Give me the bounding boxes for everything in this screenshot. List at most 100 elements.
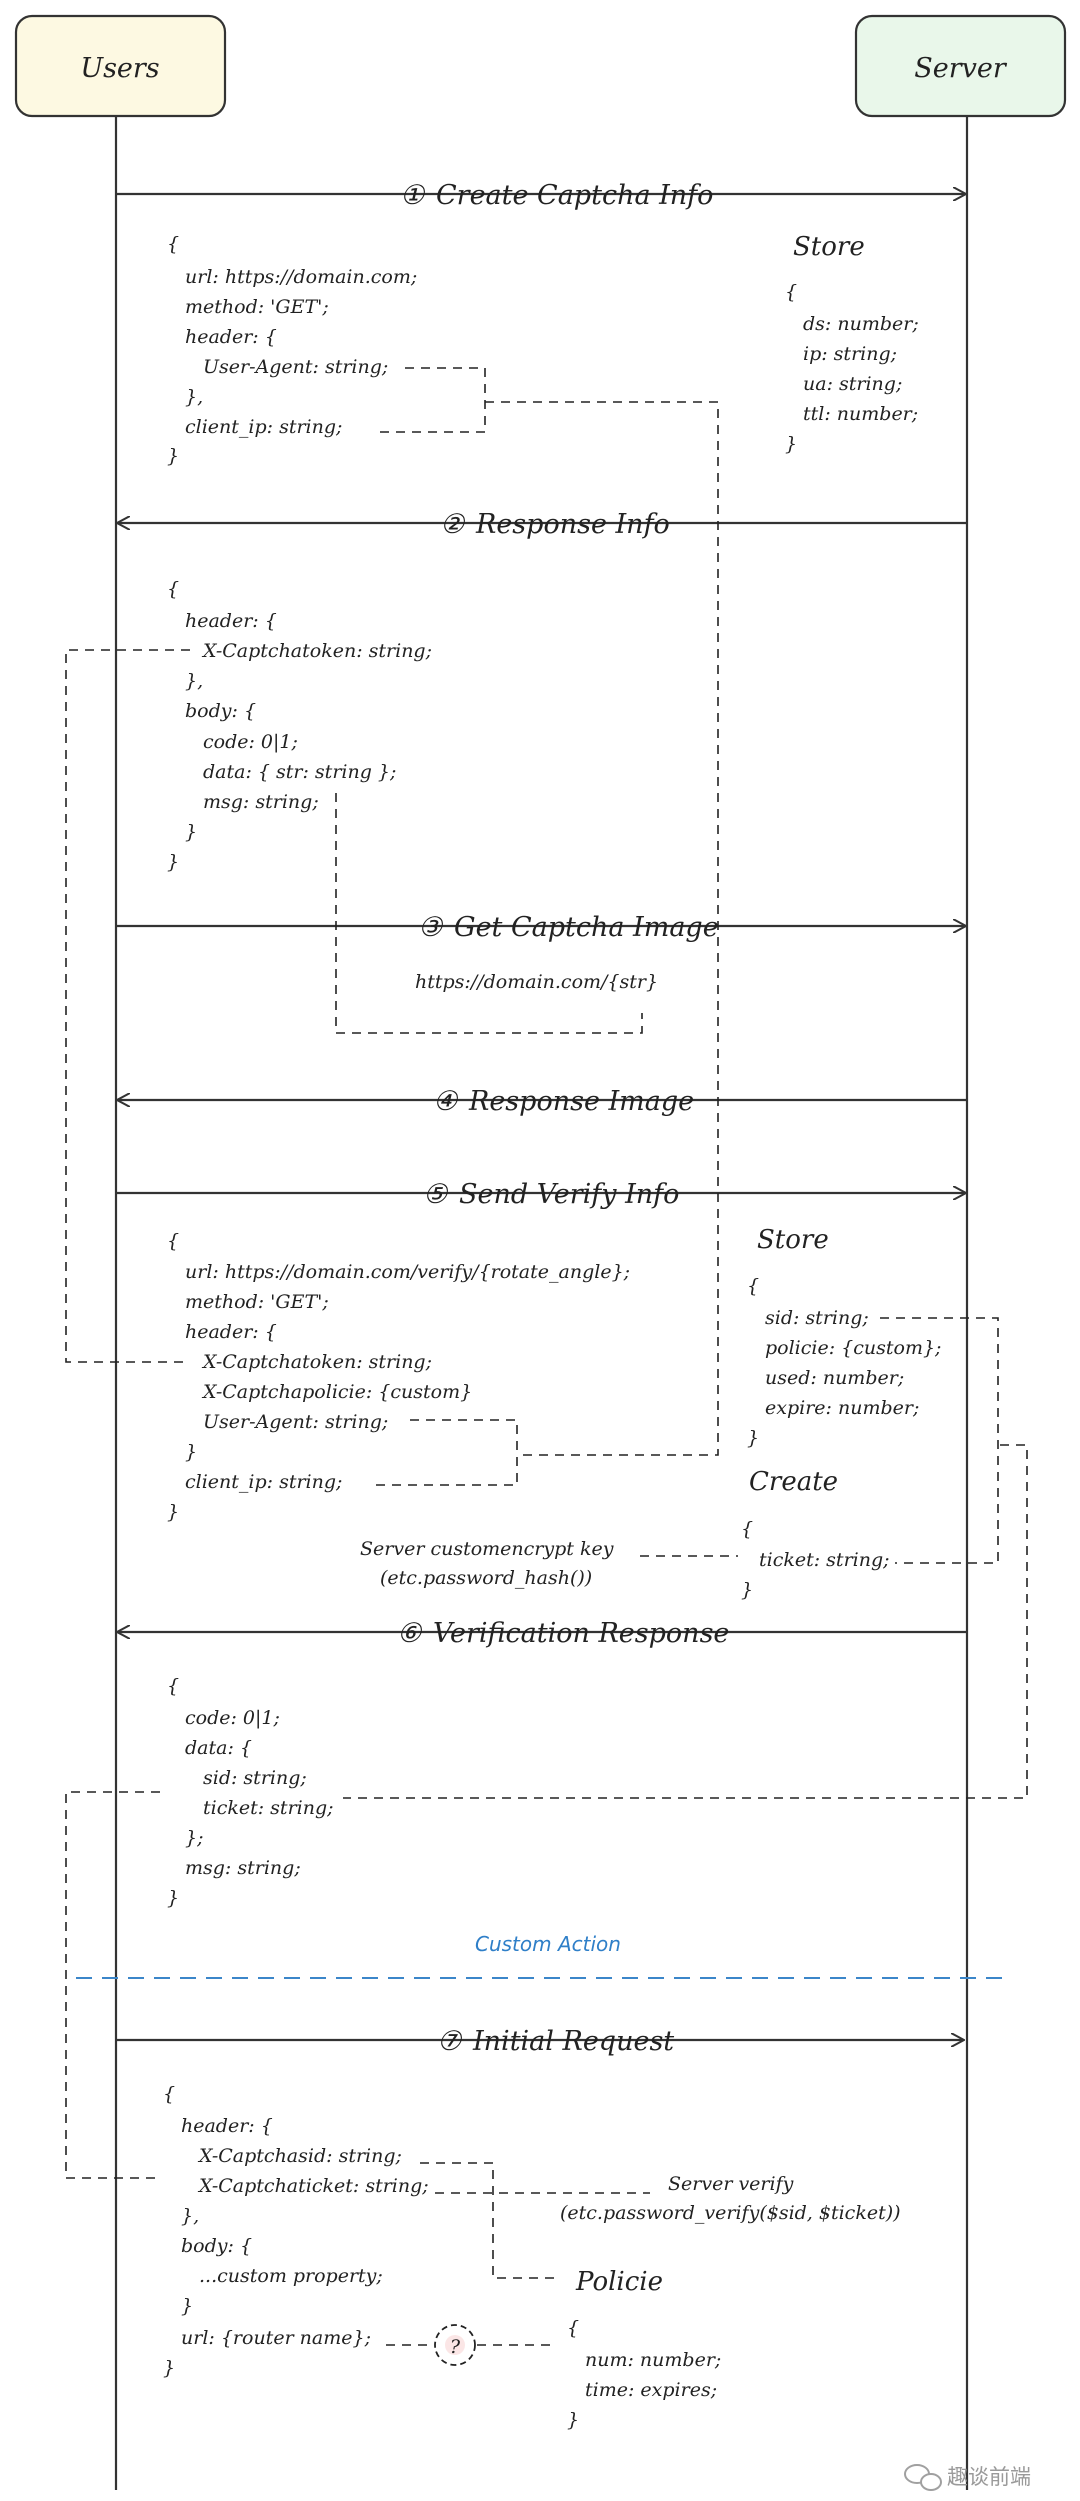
code-line: },: [185, 670, 203, 692]
question-mark: ?: [450, 2336, 461, 2358]
note-line: Server customencrypt key: [360, 1538, 614, 1560]
custom-action-label: Custom Action: [475, 1932, 621, 1956]
code-line: }: [567, 2409, 579, 2431]
connector-token: [65, 649, 190, 1363]
message-6-number: ⑥: [397, 1618, 423, 1649]
verification-response-block: { code: 0|1; data: { sid: string; ticket…: [167, 1675, 334, 1909]
connector-verify-ua-ip: [370, 1419, 518, 1486]
code-line: client_ip: string;: [185, 416, 342, 438]
code-line: {: [167, 233, 179, 255]
connector-ticket-right: [343, 1444, 1028, 1799]
create-title: Create: [749, 1467, 838, 1497]
code-line: X-Captchatoken: string;: [201, 1351, 432, 1373]
server-encrypt-note: Server customencrypt key (etc.password_h…: [360, 1538, 614, 1589]
connector-ticket-left: [65, 1791, 160, 2179]
code-line: }: [785, 433, 797, 455]
code-line: },: [185, 386, 203, 408]
code-line: method: 'GET';: [185, 1291, 329, 1313]
code-line: X-Captchaticket: string;: [197, 2175, 429, 2197]
create-request-block: { url: https://domain.com; method: 'GET'…: [167, 233, 417, 467]
users-actor: Users: [14, 14, 227, 118]
policie-block: Policie { num: number; time: expires; }: [567, 2267, 721, 2431]
message-5-label: Send Verify Info: [459, 1179, 679, 1210]
code-line: data: { str: string };: [203, 761, 396, 783]
code-line: url: https://domain.com/verify/{rotate_a…: [185, 1261, 630, 1283]
note-line: (etc.password_verify($sid, $ticket)): [560, 2202, 901, 2224]
code-line: {: [747, 1275, 759, 1297]
code-line: {: [741, 1518, 753, 1540]
image-url: https://domain.com/{str}: [415, 971, 658, 993]
code-line: policie: {custom};: [765, 1337, 941, 1359]
note-line: Server verify: [668, 2173, 794, 2195]
code-line: }: [167, 445, 179, 467]
code-line: {: [167, 1675, 179, 1697]
code-line: }: [185, 1441, 197, 1463]
code-line: ip: string;: [803, 343, 897, 365]
code-line: ds: number;: [803, 313, 919, 335]
message-2-label: Response Info: [475, 509, 670, 540]
code-line: msg: string;: [203, 791, 319, 813]
code-line: {: [163, 2083, 175, 2105]
server-actor: Server: [854, 14, 1067, 118]
code-line: {: [167, 1230, 179, 1252]
code-line: sid: string;: [765, 1307, 869, 1329]
code-line: }: [741, 1579, 753, 1601]
code-line: time: expires;: [585, 2379, 717, 2401]
code-line: header: {: [185, 326, 277, 348]
watermark-text: 趣谈前端: [947, 2465, 1031, 2489]
code-line: body: {: [181, 2235, 252, 2257]
code-line: used: number;: [765, 1367, 904, 1389]
code-line: num: number;: [585, 2349, 721, 2371]
code-line: ua: string;: [803, 373, 902, 395]
create-block: Create { ticket: string; }: [741, 1467, 890, 1601]
message-2-number: ②: [440, 509, 466, 540]
code-line: header: {: [181, 2115, 273, 2137]
code-line: {: [167, 578, 179, 600]
code-line: sid: string;: [203, 1767, 307, 1789]
code-line: code: 0|1;: [185, 1707, 280, 1729]
code-line: ticket: string;: [203, 1797, 334, 1819]
wechat-icon: [904, 2464, 942, 2491]
code-line: User-Agent: string;: [203, 1411, 388, 1433]
code-line: }: [167, 851, 179, 873]
store-1-block: Store { ds: number; ip: string; ua: stri…: [785, 232, 919, 455]
connector-ua-ip: [375, 367, 486, 433]
message-5-number: ⑤: [423, 1179, 449, 1210]
code-line: X-Captchatoken: string;: [201, 640, 432, 662]
message-1-number: ①: [400, 180, 426, 211]
message-1-label: Create Captcha Info: [436, 180, 713, 211]
message-7-label: Initial Request: [472, 2026, 674, 2057]
message-4-label: Response Image: [468, 1086, 694, 1117]
code-line: ticket: string;: [759, 1549, 890, 1571]
code-line: {: [785, 281, 797, 303]
users-label: Users: [80, 53, 159, 84]
code-line: }: [163, 2357, 175, 2379]
code-line: }: [181, 2295, 193, 2317]
code-line: data: {: [185, 1737, 252, 1759]
message-6-label: Verification Response: [433, 1618, 729, 1649]
store-2-block: Store { sid: string; policie: {custom}; …: [747, 1225, 941, 1449]
message-7-number: ⑦: [437, 2026, 463, 2057]
code-line: ...custom property;: [199, 2265, 383, 2287]
message-4-number: ④: [433, 1086, 459, 1117]
code-line: method: 'GET';: [185, 296, 329, 318]
code-line: header: {: [185, 1321, 277, 1343]
code-line: }: [747, 1427, 759, 1449]
response-info-block: { header: { X-Captchatoken: string; }, b…: [167, 578, 432, 873]
connector-sid-policie: [420, 2162, 560, 2279]
code-line: body: {: [185, 700, 256, 722]
code-line: expire: number;: [765, 1397, 919, 1419]
code-line: header: {: [185, 610, 277, 632]
dashed-connectors: [65, 367, 1028, 2346]
connector-sid-ticket: [880, 1317, 999, 1564]
code-line: X-Captchapolicie: {custom}: [201, 1381, 472, 1403]
server-verify-note: Server verify (etc.password_verify($sid,…: [560, 2173, 901, 2224]
initial-request-block: { header: { X-Captchasid: string; X-Capt…: [163, 2083, 429, 2379]
question-icon: ?: [434, 2324, 476, 2366]
code-line: url: https://domain.com;: [185, 266, 417, 288]
code-line: code: 0|1;: [203, 731, 298, 753]
code-line: client_ip: string;: [185, 1471, 342, 1493]
code-line: };: [185, 1827, 204, 1849]
watermark: 趣谈前端: [904, 2464, 1031, 2491]
